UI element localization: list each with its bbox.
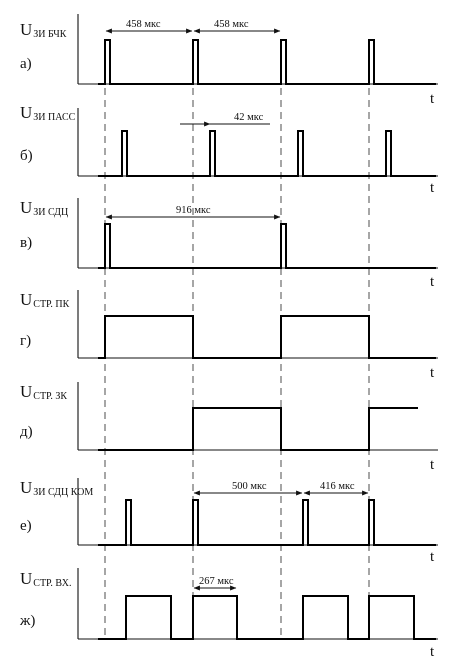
dim-e1-label: 500 мкс — [232, 481, 267, 492]
panel-f-letter: е) — [20, 518, 32, 534]
dim-e2-label: 416 мкс — [320, 481, 355, 492]
panel-c-symbol: U — [20, 198, 32, 217]
panel-d-subscript: СТР. ПК — [33, 299, 69, 310]
panel-c-subscript: ЗИ СДЦ — [33, 207, 68, 218]
panel-e-label: UСТР. ЗК — [20, 382, 67, 402]
dim-v1-label: 916 мкс — [176, 205, 211, 216]
panel-c-letter: в) — [20, 235, 32, 251]
panel-e-symbol: U — [20, 382, 32, 401]
panel-d-label: UСТР. ПК — [20, 290, 70, 310]
panel-b-letter: б) — [20, 148, 33, 164]
panel-f-symbol: U — [20, 478, 32, 497]
panel-b: UЗИ ПАСС б) t 42 мкс — [20, 103, 438, 196]
panel-c-label: UЗИ СДЦ — [20, 198, 68, 218]
panel-f-label: UЗИ СДЦ КОМ — [20, 478, 93, 498]
panel-e-subscript: СТР. ЗК — [33, 391, 67, 402]
panel-d-symbol: U — [20, 290, 32, 309]
panel-g: UСТР. ВХ. ж) t 267 мкс — [19, 568, 438, 660]
panel-d: UСТР. ПК г) t — [20, 290, 438, 381]
panel-a-t-label: t — [430, 91, 435, 107]
panel-c-pulses — [98, 223, 436, 269]
panel-b-t-label: t — [430, 180, 435, 196]
panel-a-symbol: U — [20, 20, 32, 39]
dim-zh1-label: 267 мкс — [199, 576, 234, 587]
panel-g-label: UСТР. ВХ. — [20, 569, 72, 589]
panel-a-subscript: ЗИ БЧК — [33, 29, 66, 40]
panel-a-label: UЗИ БЧК — [20, 20, 67, 40]
panel-g-letter: ж) — [19, 613, 35, 629]
panel-g-symbol: U — [20, 569, 32, 588]
dim-b1-label: 42 мкс — [234, 112, 264, 123]
panel-d-letter: г) — [20, 333, 31, 349]
panel-e-gates — [98, 407, 418, 451]
panel-d-gates — [98, 315, 436, 359]
panel-b-pulses — [98, 130, 436, 177]
panel-b-subscript: ЗИ ПАСС — [33, 112, 75, 123]
panel-g-subscript: СТР. ВХ. — [33, 578, 71, 589]
panel-e-letter: д) — [20, 424, 33, 440]
panel-e: UСТР. ЗК д) t — [20, 382, 438, 473]
dim-a1-label: 458 мкс — [126, 19, 161, 30]
dim-a2-label: 458 мкс — [214, 19, 249, 30]
panel-g-t-label: t — [430, 644, 435, 660]
panel-f-subscript: ЗИ СДЦ КОМ — [33, 487, 93, 498]
panel-a-pulses — [98, 39, 436, 85]
panel-f-t-label: t — [430, 549, 435, 565]
panel-a-letter: а) — [20, 56, 32, 72]
panel-f: UЗИ СДЦ КОМ е) t 500 мкс 416 мкс — [20, 478, 438, 565]
panel-c: UЗИ СДЦ в) t 916 мкс — [20, 198, 438, 290]
panel-d-t-label: t — [430, 365, 435, 381]
panel-e-t-label: t — [430, 457, 435, 473]
panel-b-label: UЗИ ПАСС — [20, 103, 76, 123]
panel-b-symbol: U — [20, 103, 32, 122]
panel-f-pulses — [98, 499, 436, 546]
panel-a: UЗИ БЧК а) t 458 мкс 458 мкс — [20, 14, 438, 107]
panel-g-gates — [98, 595, 436, 640]
panel-c-t-label: t — [430, 274, 435, 290]
